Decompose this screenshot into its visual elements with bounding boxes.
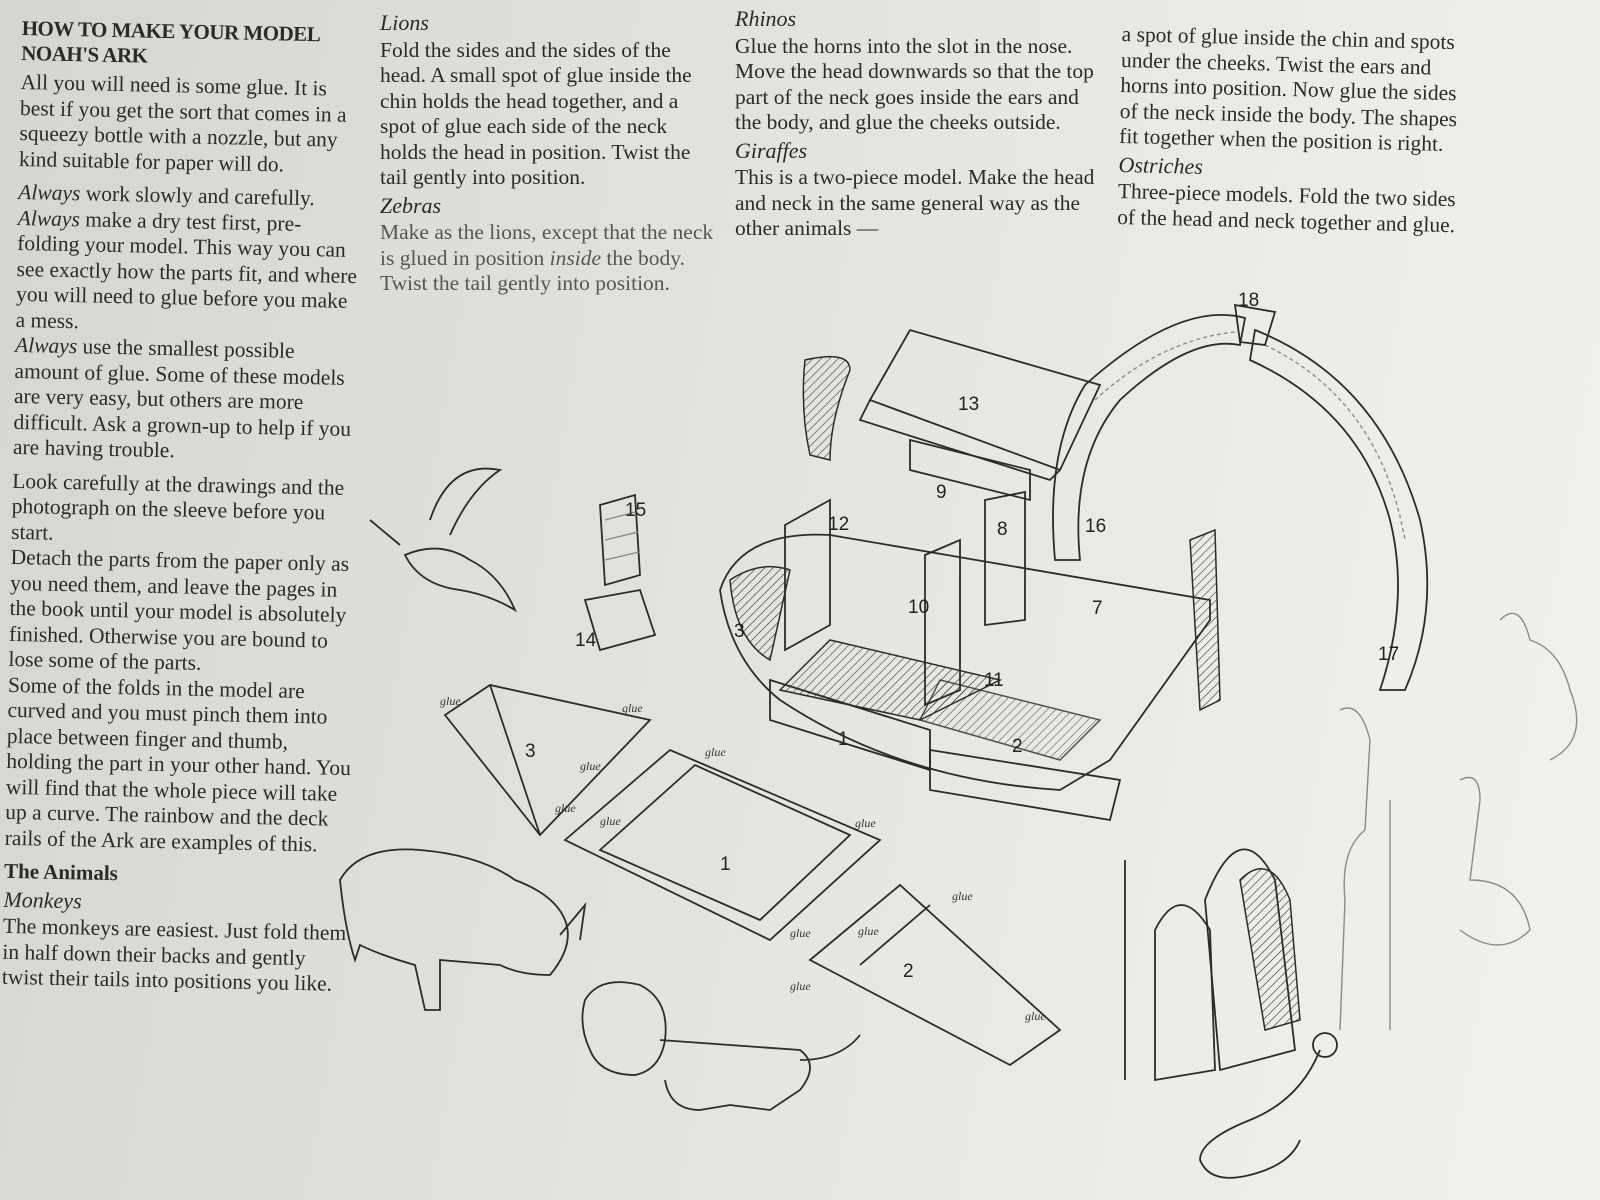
noah-figures-illustration — [1124, 848, 1301, 1082]
glue-label: glue — [790, 926, 811, 940]
zebras-text-end: the body. Twist the tail gently into pos… — [380, 245, 685, 296]
glue-label: glue — [705, 745, 726, 759]
flat-part-3 — [443, 684, 652, 837]
part-label-9: 9 — [936, 482, 947, 503]
glue-label: glue — [600, 814, 621, 828]
glue-label: glue — [622, 701, 643, 715]
part-label-17: 17 — [1378, 644, 1399, 665]
glue-label: glue — [790, 979, 811, 993]
lion-illustration — [581, 981, 861, 1111]
glue-label: glue — [555, 801, 576, 815]
instructions-column-2: Lions Fold the sides and the sides of th… — [380, 10, 715, 305]
glue-labels: glue glue glue glue glue glue glue glue … — [440, 694, 1046, 1023]
glue-label: glue — [952, 889, 973, 903]
rhino-illustration — [339, 848, 587, 1011]
zebras-text-start: Make as the lions, except that the neck … — [380, 220, 714, 270]
part-label-7: 7 — [1092, 598, 1103, 619]
rainbow-part — [1052, 303, 1429, 691]
monkey-illustration — [1499, 612, 1578, 761]
snake-illustration — [1199, 1032, 1338, 1179]
part-label-12: 12 — [828, 514, 849, 535]
lions-text: Fold the sides and the sides of the head… — [380, 37, 692, 190]
rhinos-text: Glue the horns into the slot in the nose… — [735, 33, 1094, 135]
ostrich-illustration — [1459, 776, 1531, 946]
part-label-14: 14 — [575, 630, 597, 651]
zebras-emphasis: inside — [549, 245, 601, 270]
part-label-16: 16 — [1085, 516, 1106, 537]
rhinos-title: Rhinos — [735, 6, 797, 31]
zebras-title: Zebras — [380, 192, 442, 218]
giraffes-title: Giraffes — [735, 137, 808, 163]
glue-label: glue — [858, 924, 879, 938]
flat-label-2: 2 — [903, 961, 914, 982]
part-label-1: 1 — [838, 729, 849, 750]
glue-label: glue — [440, 694, 461, 708]
assembled-ark — [719, 328, 1221, 822]
part-label-11: 11 — [984, 670, 1004, 691]
flat-part-1 — [563, 748, 882, 942]
giraffes-text: This is a two-piece model. Make the head… — [735, 165, 1095, 240]
glue-label: glue — [855, 816, 876, 830]
part-label-13: 13 — [958, 394, 979, 415]
lions-title: Lions — [380, 10, 429, 35]
flat-label-1: 1 — [720, 854, 731, 875]
dove-illustration — [369, 467, 517, 613]
zebras-text: Make as the lions, except that the neck … — [380, 220, 715, 297]
part-label-15: 15 — [625, 500, 646, 521]
part-label-10: 10 — [908, 597, 929, 618]
instructions-column-3: Rhinos Glue the horns into the slot in t… — [735, 6, 1100, 250]
part-label-2: 2 — [1012, 736, 1023, 757]
flat-label-3: 3 — [525, 741, 536, 762]
glue-label: glue — [580, 759, 601, 773]
flag-parts — [583, 493, 657, 652]
giraffe-illustration — [1339, 707, 1391, 1031]
part-label-18: 18 — [1238, 290, 1259, 311]
part-label-3: 3 — [734, 621, 745, 642]
part-label-8: 8 — [997, 519, 1008, 540]
part-number-labels: 13 9 12 8 16 7 10 3 11 1 2 15 14 18 17 3… — [525, 290, 1399, 982]
flat-part-2 — [808, 883, 1062, 1067]
glue-label: glue — [1025, 1009, 1046, 1023]
